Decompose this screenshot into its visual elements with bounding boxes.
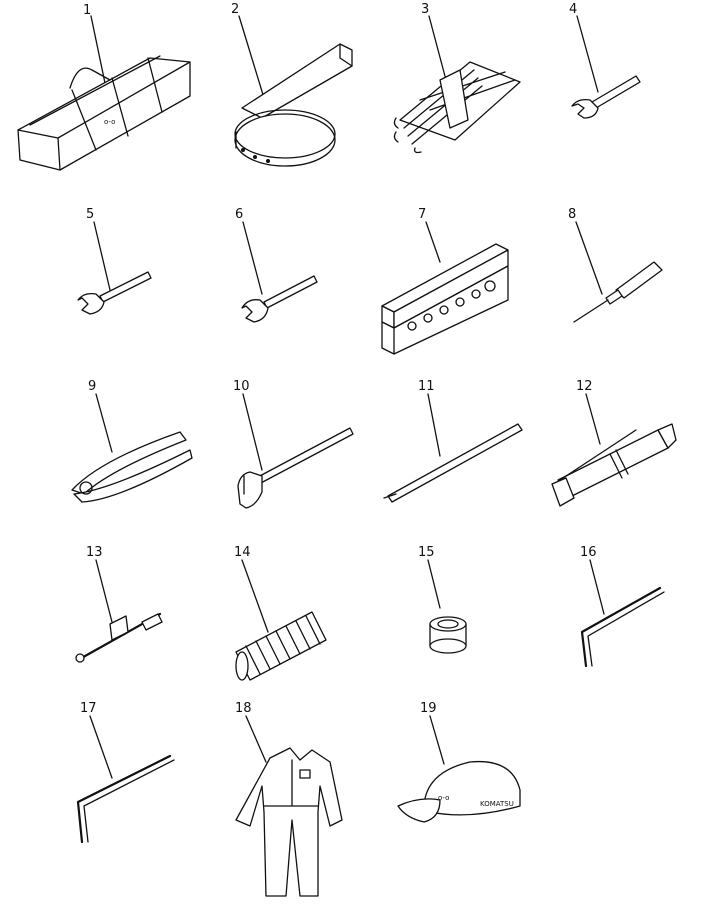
spanner-4: 4 — [569, 2, 641, 119]
pliers: 9 — [71, 379, 193, 503]
hex-key-17: 17 — [76, 701, 175, 844]
callout-7: 7 — [418, 207, 426, 222]
screwdriver: 8 — [568, 207, 663, 323]
callout-15: 15 — [418, 545, 435, 560]
callout-14: 14 — [234, 545, 251, 560]
bar: 11 — [383, 379, 523, 503]
coverall: 18 — [235, 701, 343, 897]
callout-16: 16 — [580, 545, 597, 560]
callout-1: 1 — [83, 3, 91, 18]
grease-gun: 12 — [551, 379, 677, 507]
socket: 15 — [418, 545, 467, 654]
callout-2: 2 — [231, 2, 239, 17]
hammer: 10 — [233, 379, 354, 509]
wrench-set: 3 — [393, 2, 521, 154]
callout-6: 6 — [235, 207, 243, 222]
callout-18: 18 — [235, 701, 252, 716]
callout-10: 10 — [233, 379, 250, 394]
svg-text:o-o: o-o — [104, 118, 115, 126]
bellows: 14 — [234, 545, 327, 681]
callout-11: 11 — [418, 379, 435, 394]
tool-bag: 1 o-o — [17, 3, 191, 171]
socket-set-case: 7 — [381, 207, 509, 355]
callout-4: 4 — [569, 2, 577, 17]
adapter: 13 — [75, 545, 163, 663]
spanner-5: 5 — [77, 207, 152, 315]
cap: 19 o-o KOMATSU — [397, 701, 521, 823]
svg-text:o-o: o-o — [438, 794, 449, 802]
callout-3: 3 — [421, 2, 429, 17]
callout-9: 9 — [88, 379, 96, 394]
hex-key-16: 16 — [580, 545, 665, 668]
cap-brand-text: KOMATSU — [480, 800, 514, 808]
spanner-6: 6 — [235, 207, 318, 323]
callout-19: 19 — [420, 701, 437, 716]
callout-13: 13 — [86, 545, 103, 560]
callout-8: 8 — [568, 207, 576, 222]
callout-17: 17 — [80, 701, 97, 716]
callout-12: 12 — [576, 379, 593, 394]
filter-wrench: 2 — [231, 2, 353, 167]
callout-5: 5 — [86, 207, 94, 222]
